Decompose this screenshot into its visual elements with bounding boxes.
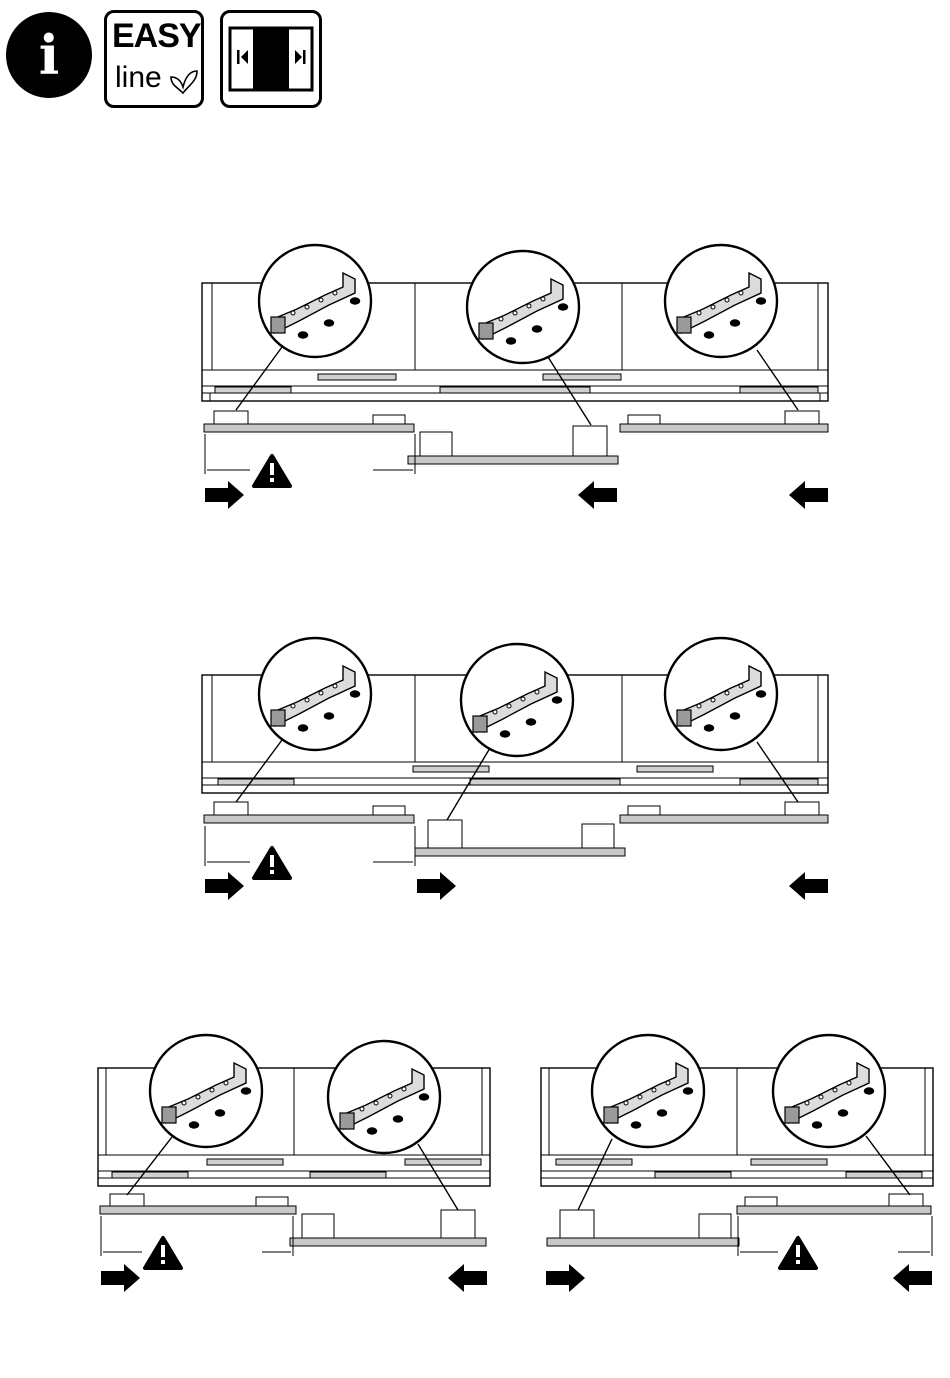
step-4-dimension bbox=[738, 1216, 932, 1256]
step-4-doors bbox=[547, 1194, 931, 1246]
screw-icon bbox=[658, 1111, 666, 1116]
screw-icon bbox=[632, 1123, 640, 1128]
screw-icon bbox=[865, 1089, 873, 1094]
screw-icon bbox=[839, 1111, 847, 1116]
step-4-arrows bbox=[546, 1264, 932, 1292]
screw-icon bbox=[684, 1089, 692, 1094]
warning-icon bbox=[780, 1238, 816, 1268]
screw-icon bbox=[813, 1123, 821, 1128]
